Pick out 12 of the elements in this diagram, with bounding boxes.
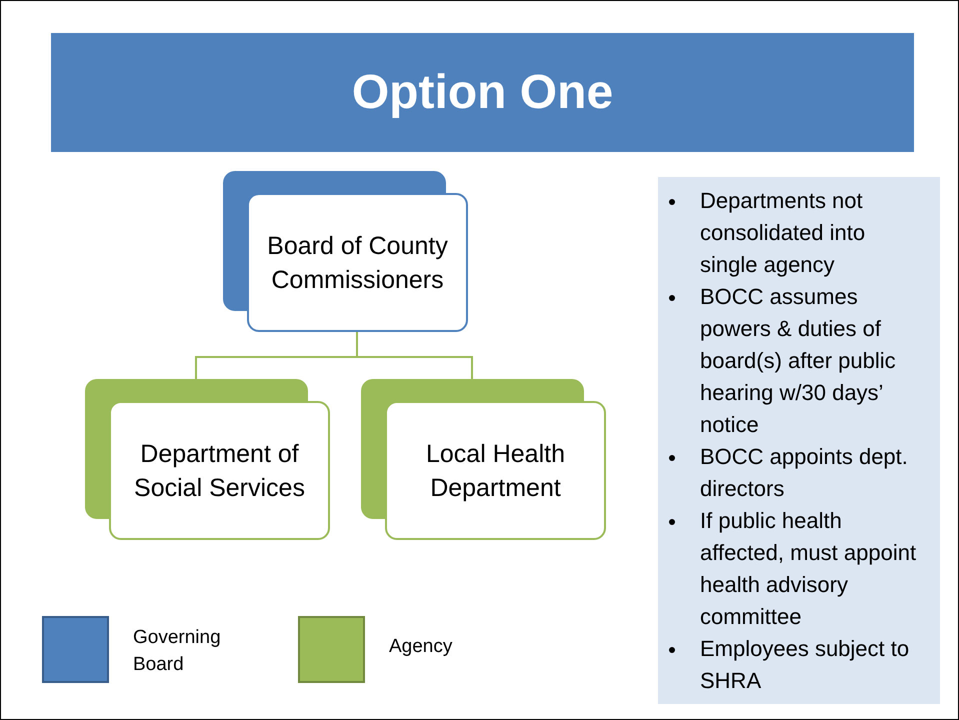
bullet-text: If public health affected, must appoint health advisory committee (700, 507, 918, 631)
bullet-text: Employees subject to SHRA (700, 635, 910, 695)
legend-text: Governing Board (133, 626, 222, 677)
org-box: Department of Social Services (109, 401, 330, 540)
org-box: Local Health Department (385, 401, 606, 540)
bullet-text: BOCC assumes powers & duties of board(s) after public hearing w/30 days’ notice (700, 283, 897, 439)
org-box: Board of County Commissioners (247, 193, 468, 332)
notes-panel (658, 177, 940, 704)
legend-text: Agency (389, 635, 454, 659)
bullet-text: Departments not consolidated into single agency (700, 187, 866, 279)
bullet-text: BOCC appoints dept. directors (700, 443, 909, 503)
title: Option One (352, 65, 614, 120)
